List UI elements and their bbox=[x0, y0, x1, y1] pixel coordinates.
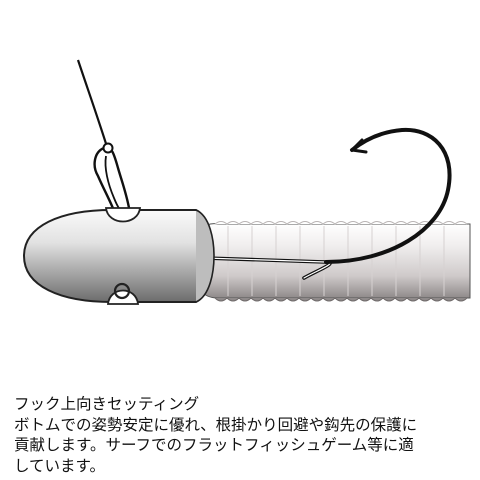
snap-icon bbox=[93, 142, 132, 225]
jig-rig-illustration bbox=[22, 59, 471, 305]
caption: フック上向きセッティング ボトムでの姿勢安定に優れ、根掛かり回避や鈎先の保護に … bbox=[14, 394, 474, 476]
caption-line-2: 貢献します。サーフでのフラットフィッシュゲーム等に適 bbox=[14, 436, 414, 454]
line-tie-top bbox=[104, 207, 142, 223]
hook-icon bbox=[203, 127, 452, 280]
caption-line-1: ボトムでの姿勢安定に優れ、根掛かり回避や鈎先の保護に bbox=[14, 415, 418, 434]
fishing-line bbox=[76, 59, 110, 151]
caption-title: フック上向きセッティング bbox=[14, 395, 200, 413]
sinker-head bbox=[22, 207, 215, 305]
caption-line-3: しています。 bbox=[14, 456, 105, 475]
